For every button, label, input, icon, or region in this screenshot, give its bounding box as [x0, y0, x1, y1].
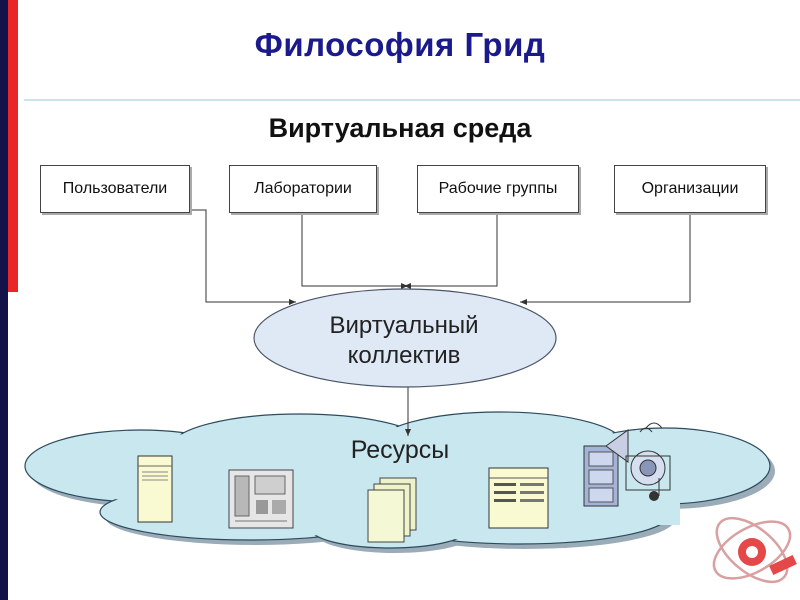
- users-box: Пользователи: [40, 165, 190, 213]
- connector-groups: [404, 213, 498, 289]
- left-accent-bar: [0, 0, 8, 600]
- connector-orgs: [520, 213, 691, 305]
- virtual-collective-label: Виртуальный коллектив: [250, 311, 558, 371]
- server-tower-icon: [137, 455, 173, 523]
- virtual-collective-line2: коллектив: [347, 342, 461, 369]
- logo-emblem: [712, 516, 797, 584]
- connector-users: [112, 209, 296, 305]
- documents-stack-icon: [367, 477, 417, 543]
- work-groups-box: Рабочие группы: [417, 165, 579, 213]
- rack-server-icon: [488, 467, 549, 529]
- organizations-label: Организации: [641, 180, 739, 197]
- multimedia-icon: [583, 422, 671, 507]
- slide-title: Философия Грид: [254, 26, 546, 63]
- organizations-box: Организации: [614, 165, 766, 213]
- virtual-collective-line1: Виртуальный: [329, 312, 479, 339]
- left-accent-bar-red: [8, 0, 18, 292]
- slide-subtitle: Виртуальная среда: [268, 113, 532, 143]
- virtual-collective-ellipse: [253, 288, 557, 388]
- users-label: Пользователи: [62, 180, 168, 197]
- connector-labs: [301, 213, 408, 289]
- work-groups-label: Рабочие группы: [438, 180, 558, 197]
- title-divider: [24, 99, 800, 101]
- laboratories-label: Лаборатории: [254, 180, 352, 197]
- laboratories-box: Лаборатории: [229, 165, 377, 213]
- resources-label: Ресурсы: [350, 436, 450, 464]
- circuit-board-icon: [228, 469, 294, 529]
